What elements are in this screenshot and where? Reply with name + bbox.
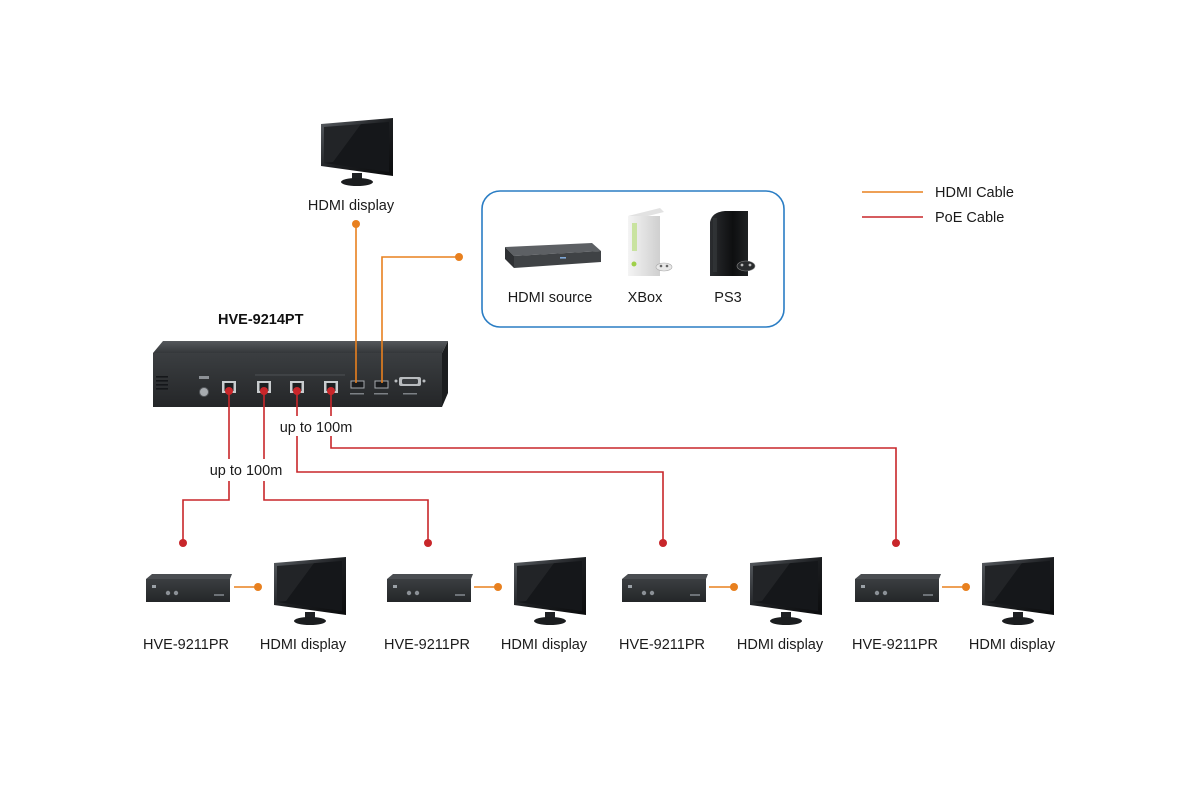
top-display-label: HDMI display <box>308 198 395 214</box>
receiver-box-icon <box>855 574 941 602</box>
xbox-console-icon <box>628 208 673 276</box>
receiver-model-label: HVE-9211PR <box>619 637 705 653</box>
hdmi-cable-from-source <box>381 256 459 383</box>
poe-cables <box>182 391 897 543</box>
source-group: HDMI source XBox PS3 <box>481 190 785 328</box>
receiver-display-label: HDMI display <box>969 637 1056 653</box>
distance-label-1: up to 100m <box>280 420 353 436</box>
receiver-unit-2: HVE-9211PR HDMI display <box>384 557 588 653</box>
distance-labels: up to 100m up to 100m <box>205 416 354 481</box>
monitor-icon <box>982 557 1054 625</box>
receiver-box-icon <box>622 574 708 602</box>
legend: HDMI Cable PoE Cable <box>862 185 1014 226</box>
receiver-box-icon <box>146 574 232 602</box>
power-jack <box>199 387 209 397</box>
source-group-frame <box>481 190 785 328</box>
ps3-console-icon <box>710 211 756 276</box>
hdmi-cables <box>234 223 966 588</box>
poe-cable-4 <box>330 391 897 543</box>
poe-cable-2 <box>263 391 429 543</box>
receiver-display-label: HDMI display <box>737 637 824 653</box>
hdmi-cable-endpoints <box>254 220 970 591</box>
poe-cable-endpoints <box>179 387 900 547</box>
receiver-unit-3: HVE-9211PR HDMI display <box>619 557 824 653</box>
distance-label-2: up to 100m <box>210 463 283 479</box>
source-label-ps3: PS3 <box>714 290 741 306</box>
receiver-model-label: HVE-9211PR <box>852 637 938 653</box>
legend-poe-label: PoE Cable <box>935 210 1004 226</box>
monitor-icon <box>514 557 586 625</box>
poe-cable-3 <box>296 391 664 543</box>
transmitter-model-label: HVE-9214PT <box>218 312 304 328</box>
receiver-model-label: HVE-9211PR <box>143 637 229 653</box>
monitor-icon <box>274 557 346 625</box>
receiver-unit-1: HVE-9211PR HDMI display <box>143 557 347 653</box>
receiver-display-label: HDMI display <box>260 637 347 653</box>
receiver-display-label: HDMI display <box>501 637 588 653</box>
source-label-hdmi: HDMI source <box>508 290 593 306</box>
monitor-icon <box>321 118 393 186</box>
hdmi-out-port <box>350 380 365 389</box>
receiver-box-icon <box>387 574 473 602</box>
top-display: HDMI display <box>308 118 395 214</box>
media-player-icon <box>505 243 601 268</box>
poe-cable-1 <box>182 391 230 543</box>
legend-hdmi-label: HDMI Cable <box>935 185 1014 201</box>
receiver-unit-4: HVE-9211PR HDMI display <box>852 557 1056 653</box>
monitor-icon <box>750 557 822 625</box>
receiver-model-label: HVE-9211PR <box>384 637 470 653</box>
source-label-xbox: XBox <box>628 290 663 306</box>
